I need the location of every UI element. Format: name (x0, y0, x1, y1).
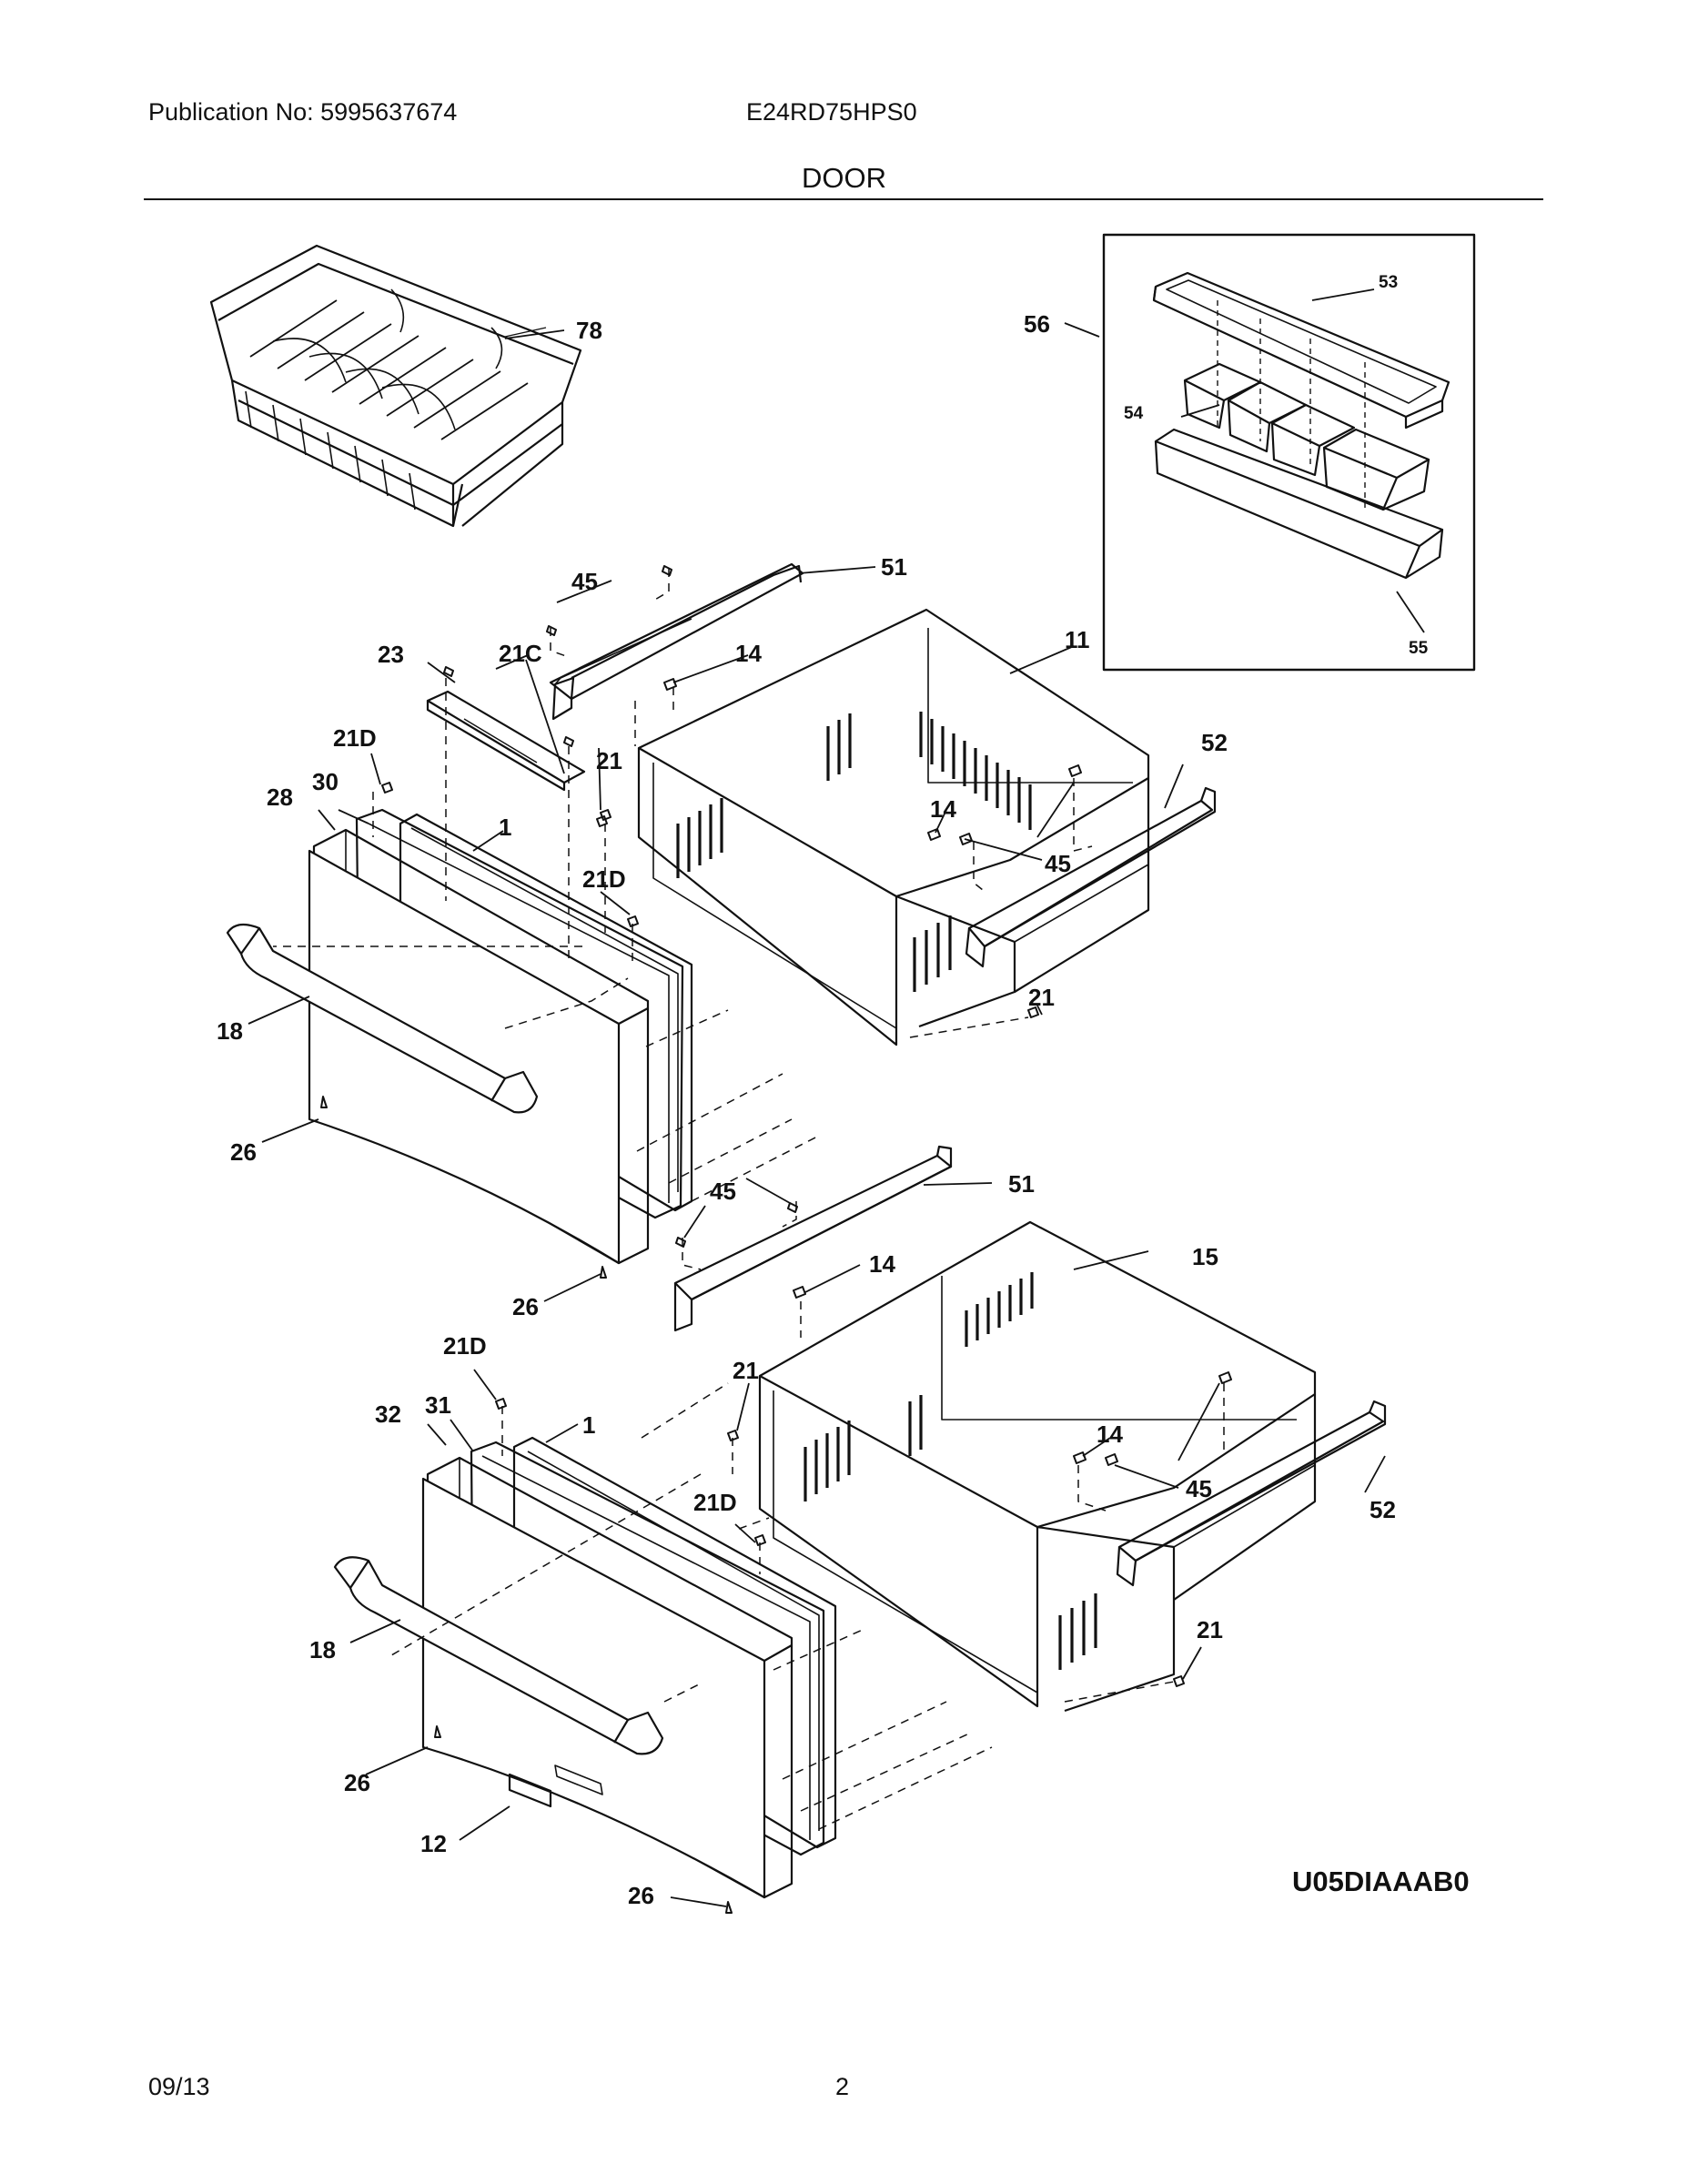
nameplate (508, 1773, 552, 1808)
callout-23: 23 (378, 641, 404, 668)
callout-32: 32 (375, 1400, 401, 1428)
callout-14-lower-bin: 14 (1097, 1421, 1123, 1448)
control-panel (426, 690, 586, 792)
callout-21d-lower-side: 21D (693, 1489, 737, 1516)
fasteners (320, 565, 1232, 1914)
upper-door-handle (226, 923, 539, 1114)
callout-21-upper-bottom: 21 (1028, 984, 1055, 1011)
callout-31: 31 (425, 1391, 451, 1419)
callout-21d-upper-side: 21D (582, 865, 626, 893)
callout-21-lower-top: 21 (733, 1357, 759, 1384)
publication-number: Publication No: 5995637674 (148, 98, 458, 126)
callout-14-lower-rail: 14 (869, 1250, 895, 1278)
callout-30: 30 (312, 768, 339, 795)
callout-21d-upper-top: 21D (333, 724, 377, 752)
lower-right-rail (1116, 1400, 1387, 1587)
callout-45-lower-right: 45 (1186, 1475, 1212, 1502)
inset-frame (1102, 233, 1476, 672)
callout-51-lower: 51 (1008, 1170, 1035, 1198)
lower-drawer-bin (758, 1220, 1317, 1713)
header-rule (144, 198, 1543, 200)
callout-51-upper: 51 (881, 553, 907, 581)
callout-18-lower: 18 (309, 1636, 336, 1663)
lower-bin-slots (804, 1272, 1097, 1670)
crisper-lid (1152, 271, 1450, 430)
callout-52-upper: 52 (1201, 729, 1228, 756)
callout-21-lower-bottom: 21 (1197, 1616, 1223, 1643)
callout-14-upper-bin: 14 (930, 795, 956, 823)
upper-right-rail (965, 786, 1217, 968)
callout-52-lower: 52 (1370, 1496, 1396, 1523)
callout-11: 11 (1065, 626, 1090, 653)
callout-21c: 21C (499, 640, 542, 667)
page-number: 2 (835, 2073, 850, 2100)
callout-1-upper: 1 (499, 814, 511, 841)
callout-55: 55 (1409, 639, 1429, 658)
callout-78: 78 (576, 317, 602, 344)
callout-28: 28 (267, 784, 293, 811)
callout-45-lower-left: 45 (710, 1178, 736, 1205)
lower-door-front (421, 1477, 793, 1899)
callout-54: 54 (1124, 404, 1144, 423)
wire-basket (209, 244, 582, 528)
callout-53: 53 (1379, 273, 1398, 292)
callout-26-upper-left: 26 (230, 1138, 257, 1166)
footer-date: 09/13 (148, 2073, 210, 2100)
callout-18-upper: 18 (217, 1017, 243, 1045)
callout-21d-lower-top: 21D (443, 1332, 487, 1360)
upper-bin-slots (676, 712, 1032, 992)
assembly-lines (273, 569, 1225, 1830)
leader-lines (248, 288, 1425, 1907)
callout-21-upper-top: 21 (596, 747, 622, 774)
callout-26-lower-left: 26 (344, 1769, 370, 1796)
model-number: E24RD75HPS0 (746, 98, 917, 126)
callout-26-lower-bottom: 26 (628, 1882, 654, 1909)
callout-15: 15 (1192, 1243, 1218, 1270)
callout-45-upper-left: 45 (571, 568, 598, 595)
lower-left-rail (673, 1145, 953, 1332)
upper-drawer-bin (637, 608, 1150, 1046)
callout-1-lower: 1 (582, 1411, 595, 1439)
diagram-code: U05DIAAAB0 (1292, 1866, 1470, 1897)
crisper-tray (1154, 428, 1444, 580)
section-title: DOOR (802, 162, 886, 194)
callout-14-upper-rail: 14 (735, 640, 762, 667)
callout-26-upper-bottom: 26 (512, 1293, 539, 1320)
callout-12: 12 (420, 1830, 447, 1857)
crisper-bins (1183, 362, 1430, 511)
lower-door-handle (333, 1556, 664, 1755)
callout-56: 56 (1024, 310, 1050, 338)
callout-45-upper-right: 45 (1045, 850, 1071, 877)
